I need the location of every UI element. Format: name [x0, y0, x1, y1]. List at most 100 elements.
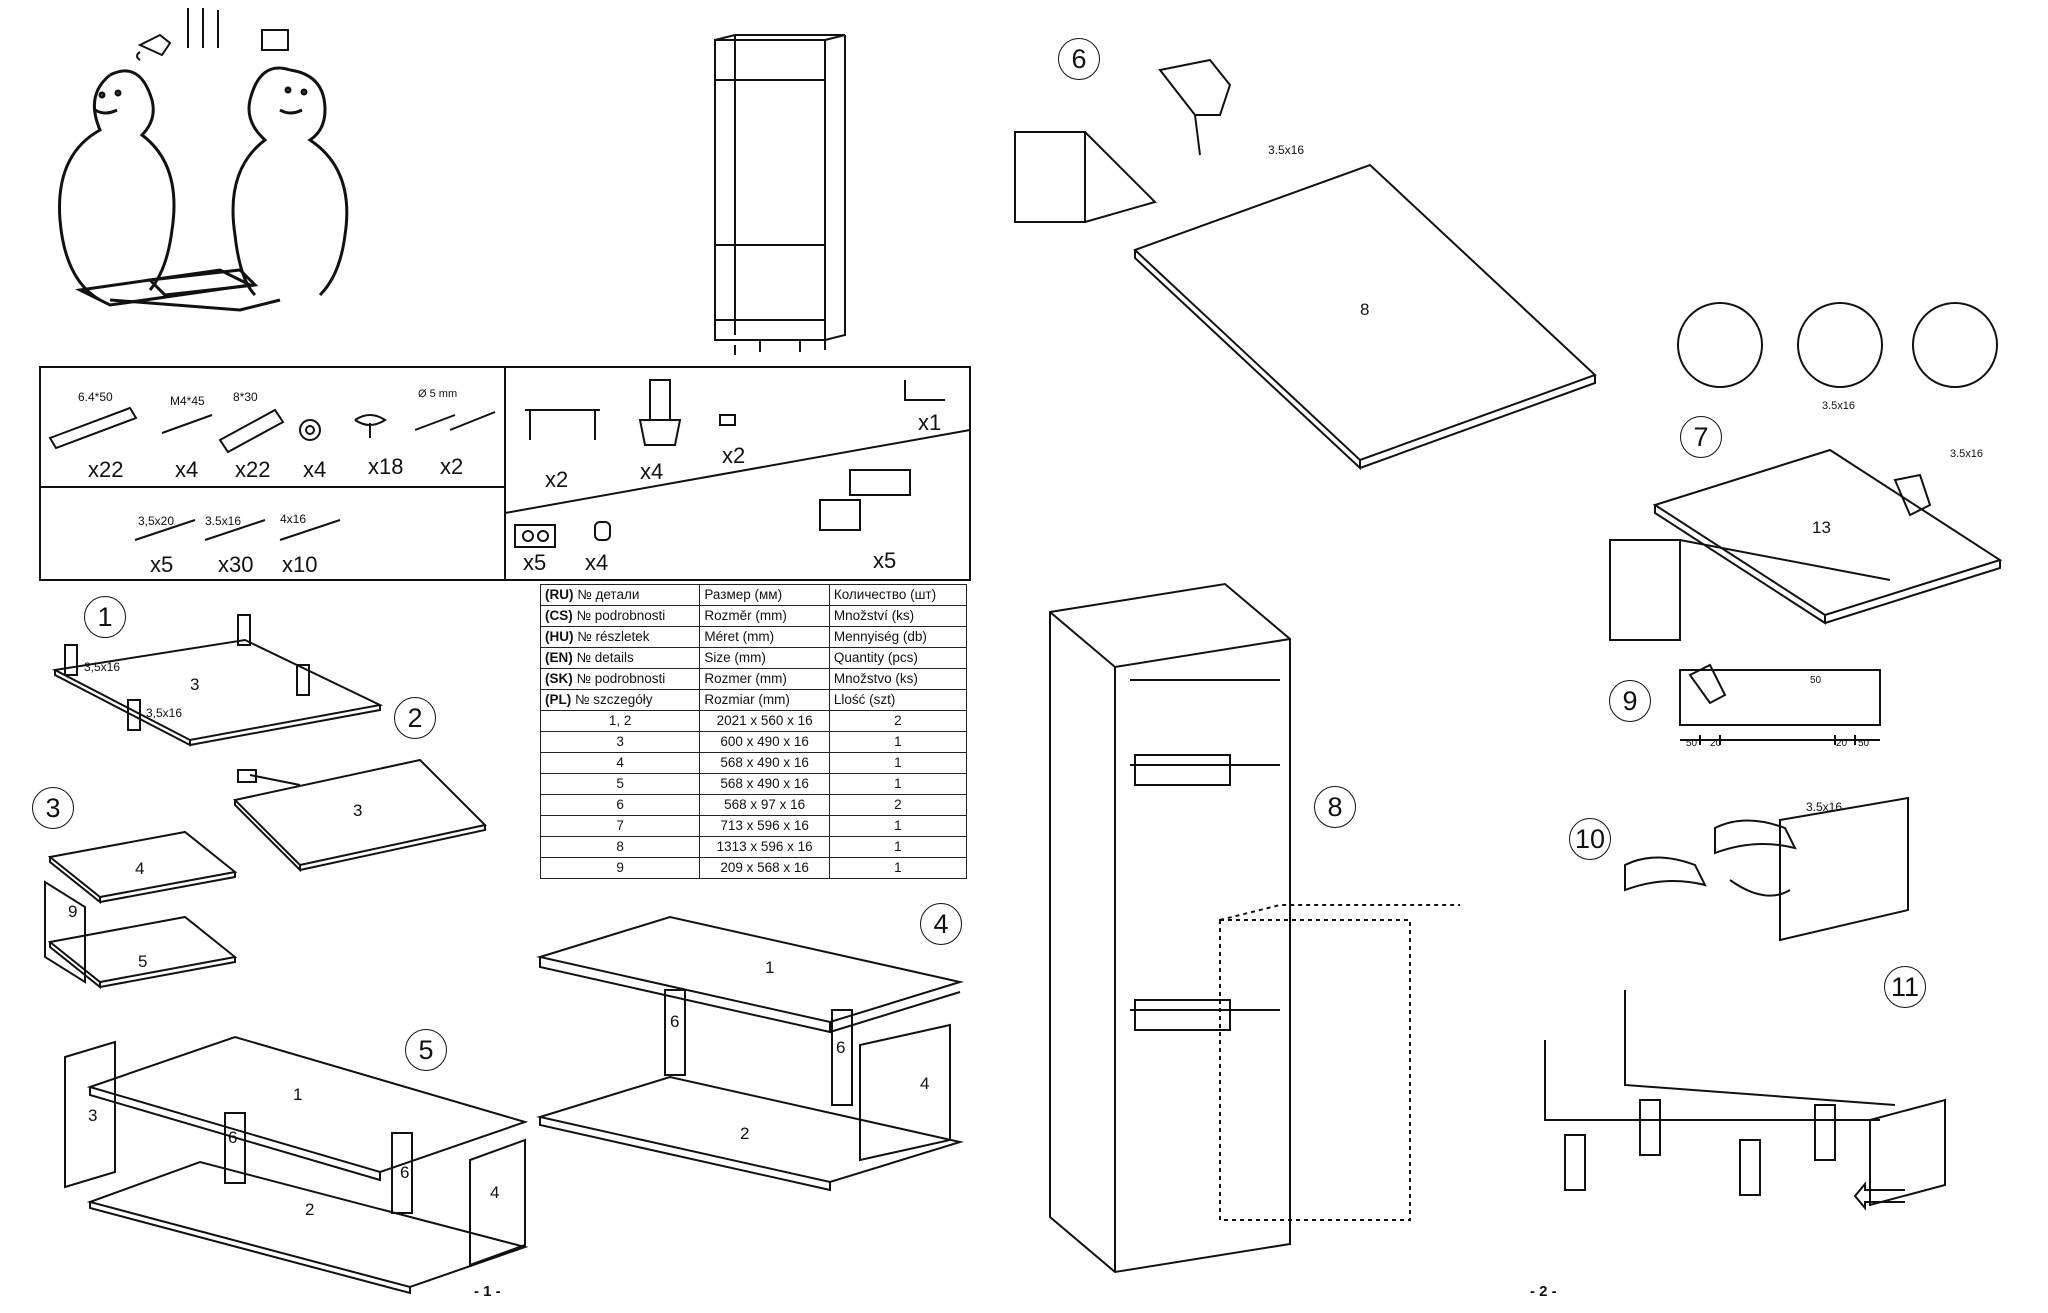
screw-callout: 3,5x16 [146, 706, 183, 720]
table-header-row: (CS) № podrobnosti Rozměr (mm) Množství … [539, 605, 968, 627]
table-header-row: (SK) № podrobnosti Rozmer (mm) Množstvo … [539, 668, 968, 690]
part-label-13: 13 [1812, 518, 1831, 537]
lang-code: (CS) [545, 608, 573, 623]
table-row: 7 713 x 596 x 16 1 [539, 815, 968, 837]
count-washer: x4 [303, 457, 327, 482]
table-row: 1, 2 2021 x 560 x 16 2 [539, 710, 968, 732]
count-screw-35x16: x30 [218, 552, 254, 577]
part-qty: 1 [828, 836, 968, 858]
count-screw-35x20: x5 [150, 552, 174, 577]
header-size: Size (mm) [699, 647, 830, 669]
part-label-4: 4 [135, 859, 145, 878]
lang-code: (RU) [545, 587, 574, 602]
bolt-label-m4x45: M4*45 [170, 394, 205, 408]
part-number: 6 [539, 794, 701, 816]
screw-label-35x16: 3.5x16 [205, 514, 242, 528]
part-label-3: 3 [190, 675, 200, 694]
step-number-5: 5 [405, 1029, 447, 1071]
step10-drawing [1624, 796, 1909, 942]
count-screw: x22 [88, 457, 124, 482]
screw-callout: 3.5x16 [1806, 800, 1843, 814]
part-label-1: 1 [765, 958, 775, 977]
part-label-9: 9 [68, 902, 78, 921]
step3-drawing [44, 830, 238, 990]
count-cam: x18 [368, 454, 404, 479]
table-header-row: (HU) № részletek Méret (mm) Mennyiség (d… [539, 626, 968, 648]
count-foot: x4 [640, 459, 664, 484]
step-number-3: 3 [32, 787, 74, 829]
table-row: 9 209 x 568 x 16 1 [539, 857, 968, 879]
screw-callout: 3.5x16 [1950, 448, 1984, 460]
step-number-2: 2 [394, 697, 436, 739]
step-number-11: 11 [1884, 966, 1926, 1008]
header-part: № details [576, 650, 634, 665]
count-plate: x5 [523, 550, 547, 575]
dimension-label: 50 [1858, 738, 1870, 749]
part-label-8: 8 [1360, 300, 1370, 319]
step-number-6: 6 [1058, 38, 1100, 80]
count-dowel: x22 [235, 457, 271, 482]
dowel-label-8x30: 8*30 [233, 390, 258, 404]
part-number: 5 [539, 773, 701, 795]
step-number-10: 10 [1569, 818, 1611, 860]
header-part: № részletek [577, 629, 650, 644]
dimension-label: 50 [1686, 738, 1698, 749]
tools-icon [136, 8, 289, 61]
header-qty: Llość (szt) [828, 689, 968, 711]
header-part: № podrobnosti [576, 608, 666, 623]
count-handle: x2 [545, 467, 569, 492]
part-label-4: 4 [490, 1183, 500, 1202]
step1-drawing [51, 614, 384, 747]
screw-label-35x20: 3,5x20 [138, 514, 175, 528]
cam-label-5mm: Ø 5 mm [418, 388, 458, 400]
part-size: 568 x 490 x 16 [699, 752, 830, 774]
part-label-5: 5 [138, 952, 148, 971]
step-number-4: 4 [920, 903, 962, 945]
part-label-3: 3 [353, 801, 363, 820]
part-size: 2021 x 560 x 16 [699, 710, 830, 732]
step-number-7: 7 [1680, 416, 1722, 458]
header-part: № детали [577, 587, 640, 602]
lang-code: (HU) [545, 629, 574, 644]
table-header-row: (EN) № details Size (mm) Quantity (pcs) [539, 647, 968, 669]
step7-drawing [1609, 302, 2003, 641]
step4-drawing [536, 915, 964, 1192]
table-row: 8 1313 x 596 x 16 1 [539, 836, 968, 858]
table-row: 5 568 x 490 x 16 1 [539, 773, 968, 795]
part-label-6: 6 [228, 1128, 238, 1147]
part-size: 1313 x 596 x 16 [699, 836, 830, 858]
part-qty: 1 [828, 731, 968, 753]
count-clip: x2 [722, 443, 746, 468]
step-number-1: 1 [84, 596, 126, 638]
part-number: 4 [539, 752, 701, 774]
step-number-8: 8 [1314, 786, 1356, 828]
part-size: 568 x 97 x 16 [699, 794, 830, 816]
part-number: 1, 2 [539, 710, 701, 732]
step2-drawing [232, 758, 488, 873]
count-wrench: x1 [918, 410, 942, 435]
count-bolt: x4 [175, 457, 199, 482]
screw-callout: 3.5x16 [1268, 143, 1305, 157]
header-qty: Množství (ks) [828, 605, 968, 627]
part-label-2: 2 [305, 1200, 315, 1219]
header-size: Rozmer (mm) [699, 668, 830, 690]
cabinet-exploded-icon [714, 34, 846, 355]
screw-label-64x50: 6.4*50 [78, 390, 113, 404]
part-qty: 2 [828, 710, 968, 732]
lang-code: (PL) [545, 692, 572, 707]
header-qty: Množstvo (ks) [828, 668, 968, 690]
step-number-9: 9 [1609, 680, 1651, 722]
part-qty: 2 [828, 794, 968, 816]
header-size: Méret (mm) [699, 626, 830, 648]
table-row: 3 600 x 490 x 16 1 [539, 731, 968, 753]
header-size: Rozměr (mm) [699, 605, 830, 627]
two-people-figure [58, 66, 349, 312]
hardware-box [39, 366, 971, 581]
step6-drawing [1014, 58, 1597, 471]
count-cap: x4 [585, 550, 609, 575]
part-label-6: 6 [836, 1038, 846, 1057]
hardware-glyphs [48, 379, 945, 548]
lang-code: (SK) [545, 671, 573, 686]
count-connector: x2 [440, 454, 464, 479]
